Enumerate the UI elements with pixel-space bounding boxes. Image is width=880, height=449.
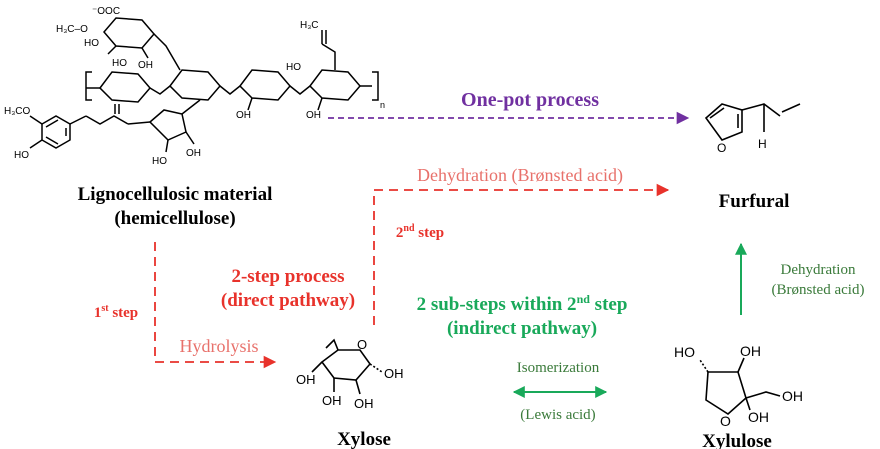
- ferulate-methoxy-label: H₃CO: [4, 106, 31, 117]
- xylulose-o-label: O: [720, 413, 731, 429]
- xylose-name: Xylose: [337, 429, 391, 449]
- dehydration-green-label-2: (Brønsted acid): [772, 282, 865, 298]
- hemicellulose-atom-labels: ⁻OOC H₃C–O HO OH HO H₃C HO OH OH OH HO H…: [4, 6, 385, 167]
- polymer-bracket-right: [372, 71, 379, 101]
- first-step-label: 1st step: [94, 303, 138, 321]
- hemicellulose-name-line1: Lignocellulosic material: [78, 184, 273, 205]
- carboxylate-label: ⁻OOC: [92, 6, 120, 17]
- xylulose-oh-label-3: OH: [748, 409, 769, 425]
- lewis-acid-label: (Lewis acid): [520, 407, 595, 423]
- xylose-ring-2: [169, 69, 221, 101]
- furfural-name: Furfural: [719, 191, 790, 212]
- xylose-ring-4: [309, 69, 361, 101]
- ho-label-3: HO: [286, 62, 301, 73]
- methoxy-label: H₃C–O: [56, 24, 88, 35]
- xylose-oh-label-4: OH: [354, 396, 374, 411]
- ho-label-1: HO: [84, 38, 99, 49]
- dehydration-green-label-1: Dehydration: [781, 262, 856, 278]
- xylulose-name: Xylulose: [702, 431, 772, 449]
- oh-label-3: OH: [306, 110, 321, 121]
- furfural-h-label: H: [758, 137, 767, 151]
- xylose-oh-label-2: OH: [296, 372, 316, 387]
- one-pot-label: One-pot process: [461, 89, 599, 111]
- ho-label-4: HO: [152, 156, 167, 167]
- two-step-process-label: 2-step process: [231, 266, 344, 287]
- xylose-structure: [311, 338, 383, 395]
- oh-label-2: OH: [236, 110, 251, 121]
- hemicellulose-name-line2: (hemicellulose): [114, 208, 235, 229]
- xylose-o-label: O: [357, 337, 367, 352]
- glucuronic-ring: [103, 17, 155, 49]
- xylulose-ho-label: HO: [674, 344, 695, 360]
- indirect-pathway-label: (indirect pathway): [447, 318, 597, 339]
- polymer-bracket-left: [85, 71, 92, 101]
- xylose-oh-label-3: OH: [322, 393, 342, 408]
- ferulate-ho-label: HO: [14, 150, 29, 161]
- hydrolysis-arrow: [154, 242, 277, 369]
- furfural-o-label: O: [717, 141, 726, 155]
- direct-pathway-label: (direct pathway): [221, 290, 355, 311]
- xylulose-structure: [699, 357, 781, 415]
- indirect-sub-steps-label: 2 sub-steps within 2nd step: [417, 292, 628, 315]
- acetyl-label: H₃C: [300, 20, 319, 31]
- polymer-subscript-n: n: [380, 100, 385, 110]
- arabinose-ring: [148, 109, 187, 141]
- xylulose-oh-label-2: OH: [782, 388, 803, 404]
- direct-pathway-arrow: [373, 183, 670, 325]
- xylose-oh-label-1: OH: [384, 366, 404, 381]
- dehydration-bronsted-label: Dehydration (Brønsted acid): [417, 165, 623, 186]
- furfural-structure: [704, 103, 801, 141]
- xylulose-oh-label-1: OH: [740, 343, 761, 359]
- xylose-ring-3: [239, 69, 291, 101]
- isomerization-label: Isomerization: [517, 360, 600, 376]
- second-step-label: 2nd step: [396, 223, 444, 241]
- hydrolysis-label: Hydrolysis: [179, 336, 258, 356]
- hemicellulose-structure: [29, 17, 379, 153]
- ho-label-2: HO: [112, 58, 127, 69]
- xylose-ring-1: [99, 71, 151, 103]
- oh-label-1: OH: [138, 60, 153, 71]
- oh-label-4: OH: [186, 148, 201, 159]
